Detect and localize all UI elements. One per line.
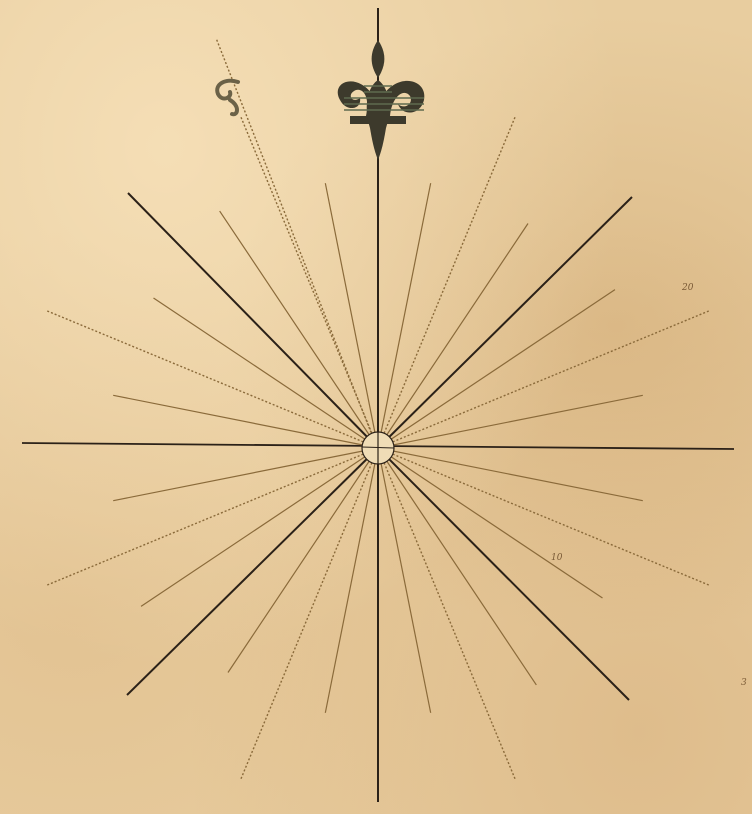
margin-label-3: 3 bbox=[741, 678, 747, 688]
ray-northwest bbox=[128, 193, 378, 448]
rose-ray-minor bbox=[378, 310, 711, 448]
rose-ray-minor bbox=[45, 310, 378, 448]
fleur-de-lis-icon bbox=[338, 40, 425, 160]
ray-southwest bbox=[127, 448, 378, 695]
ray-southeast bbox=[378, 448, 629, 700]
rose-ray-minor bbox=[45, 448, 378, 586]
rose-ray-minor bbox=[378, 115, 516, 448]
rose-ray-minor bbox=[378, 448, 516, 781]
margin-label-20: 20 bbox=[682, 283, 693, 293]
margin-label-10: 10 bbox=[551, 553, 562, 563]
ray-northeast bbox=[378, 197, 632, 448]
rose-ray-minor bbox=[240, 448, 378, 781]
rose-ray-minor bbox=[378, 448, 711, 586]
